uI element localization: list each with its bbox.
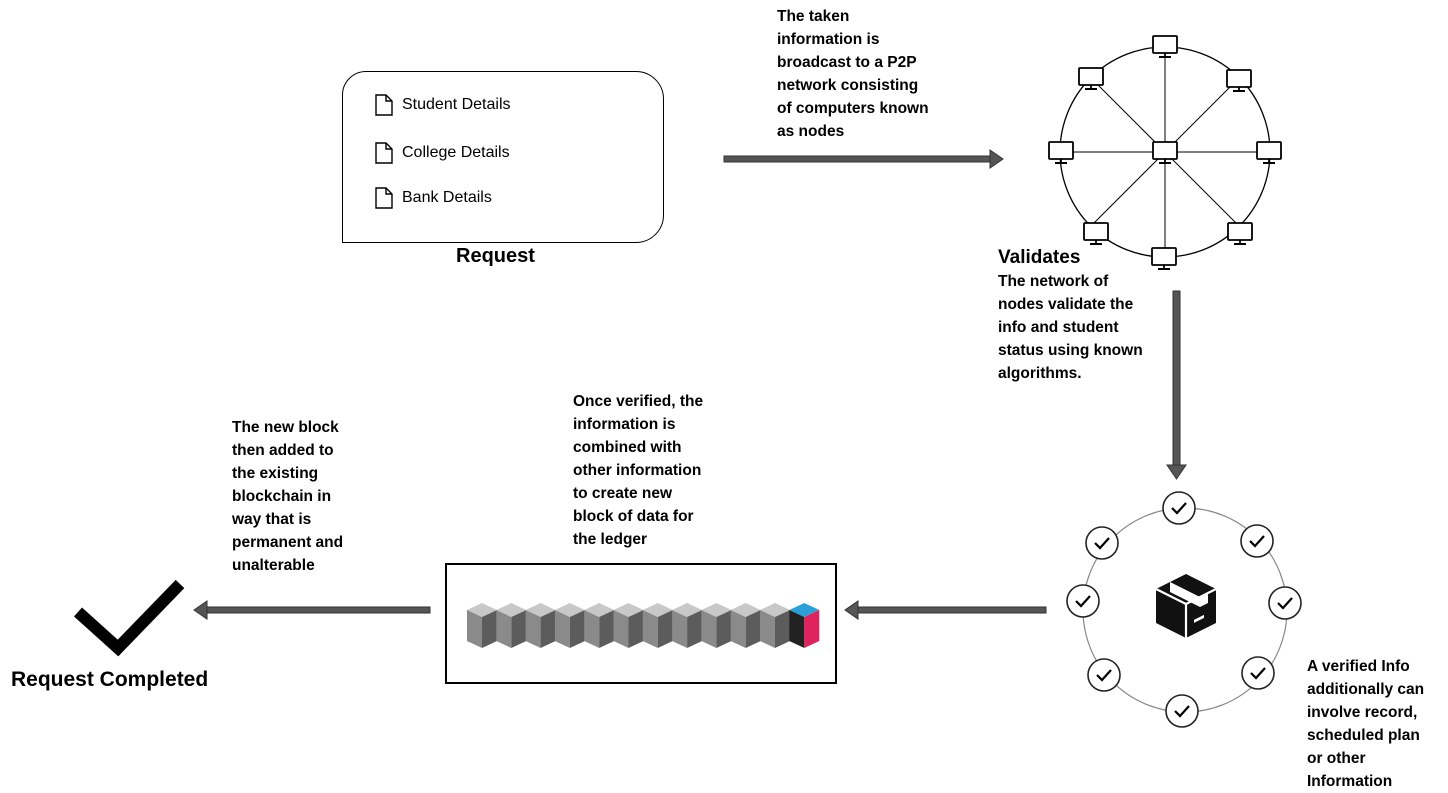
blockchain-cubes	[467, 603, 820, 648]
verified-info-line: A verified Info	[1307, 658, 1410, 675]
validates-line: status using known	[998, 342, 1143, 359]
chain-block-icon	[730, 603, 761, 648]
completed-title: Request Completed	[11, 668, 209, 691]
arrow-down	[1166, 290, 1187, 480]
chain-block-icon	[525, 603, 556, 648]
document-icon	[375, 94, 393, 116]
chain-block-icon	[613, 603, 644, 648]
chain-block-icon	[701, 603, 732, 648]
verified-info-text: A verified Info additionally can involve…	[1307, 655, 1424, 793]
chain-block-icon	[672, 603, 703, 648]
combine-line: other information	[573, 462, 702, 479]
combine-line: Once verified, the	[573, 393, 704, 410]
package-icon	[1155, 574, 1217, 638]
chain-block-icon	[467, 603, 497, 648]
arrow-left-2	[193, 600, 431, 620]
request-item-student: Student Details	[375, 94, 511, 116]
document-icon	[375, 187, 393, 209]
request-item-bank: Bank Details	[375, 187, 492, 209]
check-circle-icon	[1268, 586, 1302, 620]
new-block-line: way that is	[232, 511, 312, 528]
computer-node-icon	[1151, 247, 1177, 270]
computer-node-icon	[1078, 67, 1104, 90]
chain-block-icon	[584, 603, 615, 648]
arrow-right-1	[723, 149, 1004, 169]
validates-line: nodes validate the	[998, 296, 1134, 313]
computer-node-icon	[1048, 141, 1074, 164]
combine-line: combined with	[573, 439, 682, 456]
request-box: Student Details College Details Bank Det…	[342, 71, 664, 243]
new-block-line: blockchain in	[232, 488, 332, 505]
verified-checks	[1066, 491, 1302, 728]
verified-info-line: scheduled plan	[1307, 727, 1420, 744]
request-item-label: Bank Details	[402, 189, 492, 206]
verified-info-line: involve record,	[1307, 704, 1418, 721]
check-circle-icon	[1162, 491, 1196, 525]
broadcast-text: The taken information is broadcast to a …	[777, 5, 929, 143]
computer-node-icon	[1256, 141, 1282, 164]
broadcast-line: of computers known	[777, 100, 929, 117]
broadcast-line: information is	[777, 31, 880, 48]
validates-line: The network of	[998, 273, 1109, 290]
broadcast-line: network consisting	[777, 77, 919, 94]
broadcast-line: broadcast to a P2P	[777, 54, 917, 71]
document-icon	[375, 142, 393, 164]
new-block-icon	[789, 603, 820, 648]
broadcast-line: as nodes	[777, 123, 845, 140]
new-block-line: the existing	[232, 465, 319, 482]
check-circle-icon	[1087, 658, 1121, 692]
request-item-label: Student Details	[402, 96, 511, 113]
check-circle-icon	[1085, 526, 1119, 560]
completed-check-icon	[73, 579, 185, 657]
new-block-line: unalterable	[232, 557, 315, 574]
check-circle-icon	[1241, 656, 1275, 690]
validates-block: Validates The network of nodes validate …	[998, 246, 1143, 385]
computer-node-icon	[1227, 222, 1253, 245]
validates-line: info and student	[998, 319, 1119, 336]
computer-node-icon	[1226, 69, 1252, 92]
combine-line: information is	[573, 416, 676, 433]
chain-block-icon	[554, 603, 585, 648]
validates-line: algorithms.	[998, 365, 1082, 382]
arrow-left-1	[844, 600, 1047, 620]
broadcast-line: The taken	[777, 8, 850, 25]
request-item-college: College Details	[375, 142, 510, 164]
verified-info-line: Information	[1307, 773, 1393, 790]
combine-line: to create new	[573, 485, 673, 502]
new-block-line: then added to	[232, 442, 334, 459]
combine-text: Once verified, the information is combin…	[573, 390, 703, 551]
combine-line: the ledger	[573, 531, 648, 548]
combine-line: block of data for	[573, 508, 694, 525]
computer-node-icon	[1152, 35, 1178, 58]
validates-title: Validates	[998, 247, 1081, 268]
computer-node-icon	[1152, 141, 1178, 164]
new-block-line: permanent and	[232, 534, 344, 551]
verified-info-line: additionally can	[1307, 681, 1425, 698]
network-nodes	[1048, 35, 1282, 270]
verified-info-line: or other	[1307, 750, 1366, 767]
request-title: Request	[456, 245, 535, 267]
new-block-line: The new block	[232, 419, 339, 436]
chain-block-icon	[642, 603, 673, 648]
chain-block-icon	[496, 603, 527, 648]
new-block-text: The new block then added to the existing…	[232, 416, 343, 577]
check-circle-icon	[1066, 584, 1100, 618]
chain-block-icon	[760, 603, 790, 648]
computer-node-icon	[1083, 222, 1109, 245]
check-circle-icon	[1165, 694, 1199, 728]
check-circle-icon	[1240, 524, 1274, 558]
request-item-label: College Details	[402, 144, 510, 161]
